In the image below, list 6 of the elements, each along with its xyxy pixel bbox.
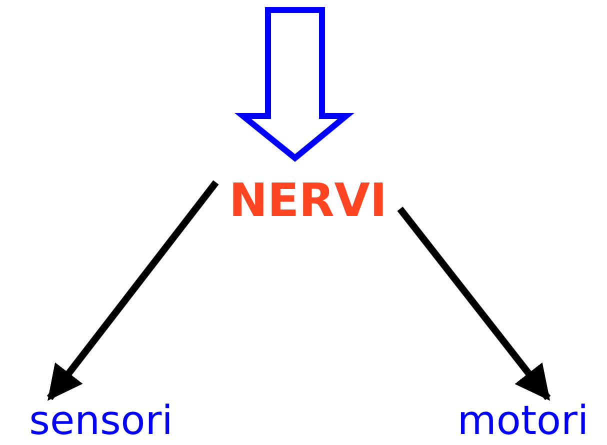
node-label: NERVI (228, 172, 388, 229)
hollow-arrow (234, 7, 354, 162)
arrow (46, 180, 219, 401)
node-label: sensori (29, 398, 173, 445)
arrow (397, 206, 551, 401)
node-label: motori (457, 398, 589, 445)
